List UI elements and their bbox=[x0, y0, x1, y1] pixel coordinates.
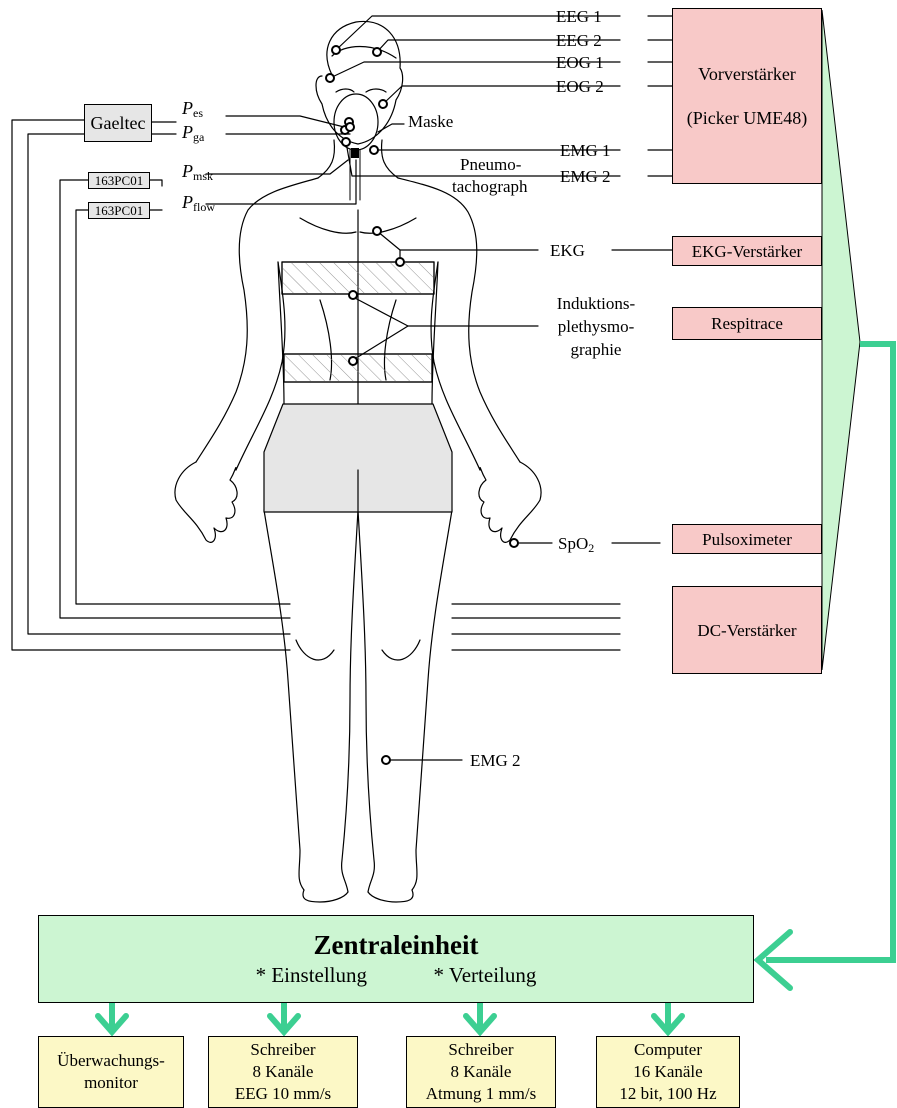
central-item-einstellung: * Einstellung bbox=[256, 963, 367, 987]
label-pneumo-2: tachograph bbox=[452, 177, 528, 196]
vorverstaerker-model: (Picker UME48) bbox=[687, 105, 807, 131]
output-monitor-line1: Überwachungs- bbox=[57, 1050, 165, 1072]
label-p-msk: Pmsk bbox=[182, 161, 213, 182]
pressure-wiring bbox=[12, 116, 620, 650]
label-induction-2: plethysmo- bbox=[540, 317, 652, 336]
output-recorder-eeg-line1: Schreiber bbox=[250, 1039, 315, 1061]
output-monitor-line2: monitor bbox=[84, 1072, 138, 1094]
output-monitor-box: Überwachungs- monitor bbox=[38, 1036, 184, 1108]
output-recorder-eeg-line2: 8 Kanäle bbox=[253, 1061, 314, 1083]
sensor-box-msk: 163PC01 bbox=[88, 172, 150, 189]
output-computer-box: Computer 16 Kanäle 12 bit, 100 Hz bbox=[596, 1036, 740, 1108]
vorverstaerker-box: Vorverstärker (Picker UME48) bbox=[672, 8, 822, 184]
zentraleinheit-box: Zentraleinheit * Einstellung * Verteilun… bbox=[38, 915, 754, 1003]
output-computer-line3: 12 bit, 100 Hz bbox=[619, 1083, 716, 1105]
output-recorder-resp-box: Schreiber 8 Kanäle Atmung 1 mm/s bbox=[406, 1036, 556, 1108]
electrode-leads bbox=[330, 16, 620, 760]
label-eeg2: EEG 2 bbox=[556, 31, 602, 50]
label-p-flow: Pflow bbox=[182, 192, 215, 213]
pulsoximeter-box: Pulsoximeter bbox=[672, 524, 822, 554]
label-emg2-upper: EMG 2 bbox=[560, 167, 611, 186]
label-p-es: Pes bbox=[182, 98, 203, 119]
label-ekg: EKG bbox=[550, 241, 585, 260]
dc-verstaerker-box: DC-Verstärker bbox=[672, 586, 822, 674]
output-recorder-eeg-line3: EEG 10 mm/s bbox=[235, 1083, 331, 1105]
label-emg1: EMG 1 bbox=[560, 141, 611, 160]
zentraleinheit-title: Zentraleinheit bbox=[314, 929, 479, 961]
output-recorder-resp-line1: Schreiber bbox=[448, 1039, 513, 1061]
central-item-verteilung: * Verteilung bbox=[434, 963, 537, 987]
label-emg2-leg: EMG 2 bbox=[470, 751, 521, 770]
label-pneumo-1: Pneumo- bbox=[460, 155, 521, 174]
respitrace-box: Respitrace bbox=[672, 307, 822, 340]
output-computer-line2: 16 Kanäle bbox=[633, 1061, 702, 1083]
label-p-ga: Pga bbox=[182, 122, 204, 143]
label-induction-3: graphie bbox=[540, 340, 652, 359]
label-eog1: EOG 1 bbox=[556, 53, 604, 72]
output-recorder-resp-line2: 8 Kanäle bbox=[451, 1061, 512, 1083]
output-recorder-resp-line3: Atmung 1 mm/s bbox=[426, 1083, 537, 1105]
label-spo2: SpO2 bbox=[558, 534, 594, 553]
label-eog2: EOG 2 bbox=[556, 77, 604, 96]
vorverstaerker-title: Vorverstärker bbox=[698, 61, 796, 87]
output-recorder-eeg-box: Schreiber 8 Kanäle EEG 10 mm/s bbox=[208, 1036, 358, 1108]
sensor-box-flow: 163PC01 bbox=[88, 202, 150, 219]
gaeltec-box: Gaeltec bbox=[84, 104, 152, 142]
amp-leads bbox=[612, 16, 672, 543]
ekg-verstaerker-box: EKG-Verstärker bbox=[672, 236, 822, 266]
signal-funnel bbox=[822, 10, 860, 670]
label-maske: Maske bbox=[408, 112, 453, 131]
label-eeg1: EEG 1 bbox=[556, 7, 602, 26]
label-induction-1: Induktions- bbox=[540, 294, 652, 313]
output-computer-line1: Computer bbox=[634, 1039, 702, 1061]
